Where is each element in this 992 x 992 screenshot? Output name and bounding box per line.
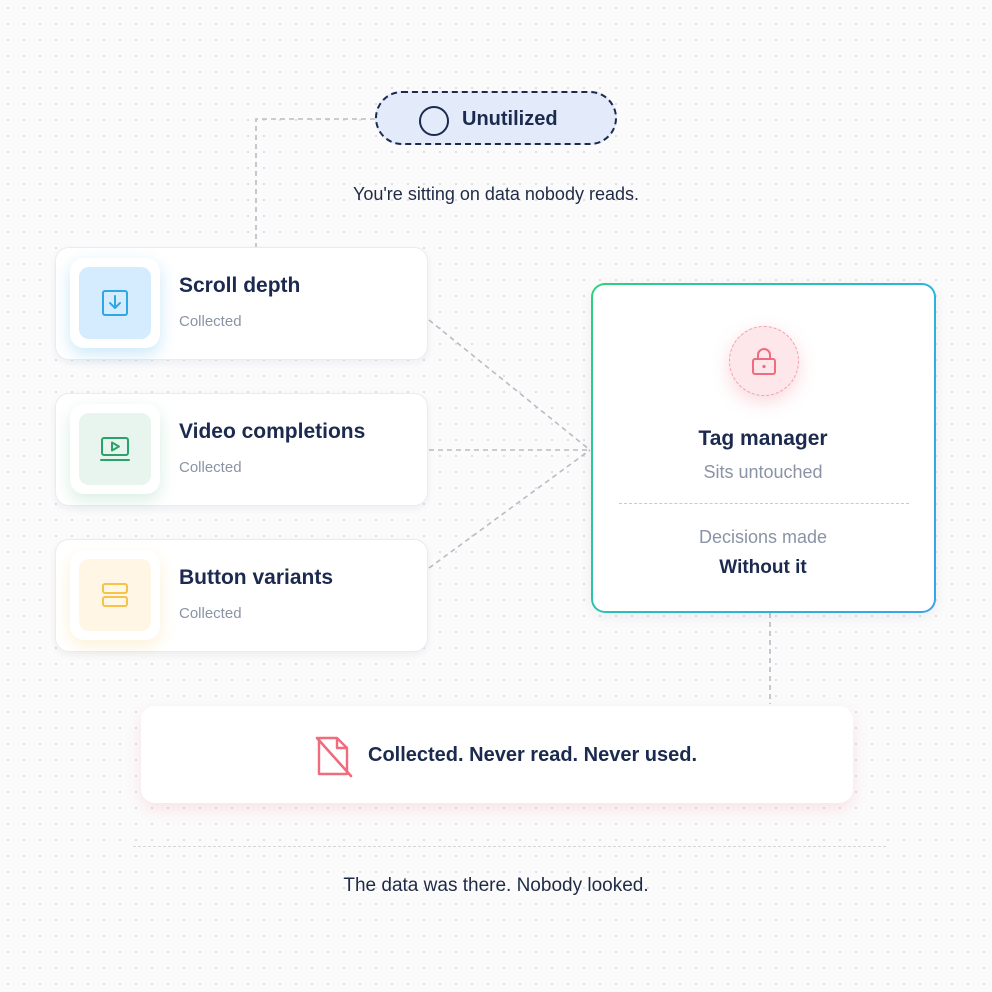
card-button-variants: Button variants Collected [55, 539, 428, 652]
video-play-icon [100, 437, 130, 461]
banner-text: Collected. Never read. Never used. [368, 744, 698, 766]
circle-icon [419, 106, 449, 136]
card-status: Collected [179, 459, 242, 476]
card-title: Button variants [179, 566, 334, 589]
connector-button-to-tag-manager [428, 449, 591, 569]
card-scroll-depth: Scroll depth Collected [55, 247, 428, 360]
unutilized-pill: Unutilized [375, 91, 617, 145]
pill-label: Unutilized [462, 108, 558, 130]
card-icon-tile [70, 550, 160, 640]
lock-badge [729, 326, 799, 396]
card-title: Scroll depth [179, 274, 301, 297]
arrow-down-box-icon [102, 290, 128, 316]
card-icon-tile [70, 258, 160, 348]
card-icon-tile [70, 404, 160, 494]
tag-manager-subtitle: Sits untouched [703, 462, 823, 482]
connector-scroll-to-tag-manager [428, 319, 591, 451]
decision-label: Decisions made [698, 527, 828, 547]
lock-icon [752, 348, 776, 375]
footer-caption: The data was there. Nobody looked. [343, 875, 649, 896]
card-status: Collected [179, 605, 242, 622]
subtitle: You're sitting on data nobody reads. [353, 184, 639, 204]
stacked-buttons-icon [102, 583, 128, 607]
card-video-completions: Video completions Collected [55, 393, 428, 506]
decision-value: Without it [719, 557, 807, 578]
tag-manager-title: Tag manager [698, 427, 828, 450]
crossed-document-icon [315, 736, 353, 778]
tag-manager-card: Tag manager Sits untouched Decisions mad… [591, 283, 936, 613]
card-title: Video completions [179, 420, 366, 443]
divider [619, 503, 909, 504]
card-status: Collected [179, 313, 242, 330]
connector-pill-to-scroll-card [255, 118, 375, 248]
footer-divider [133, 846, 886, 847]
warning-banner: Collected. Never read. Never used. [141, 706, 853, 803]
